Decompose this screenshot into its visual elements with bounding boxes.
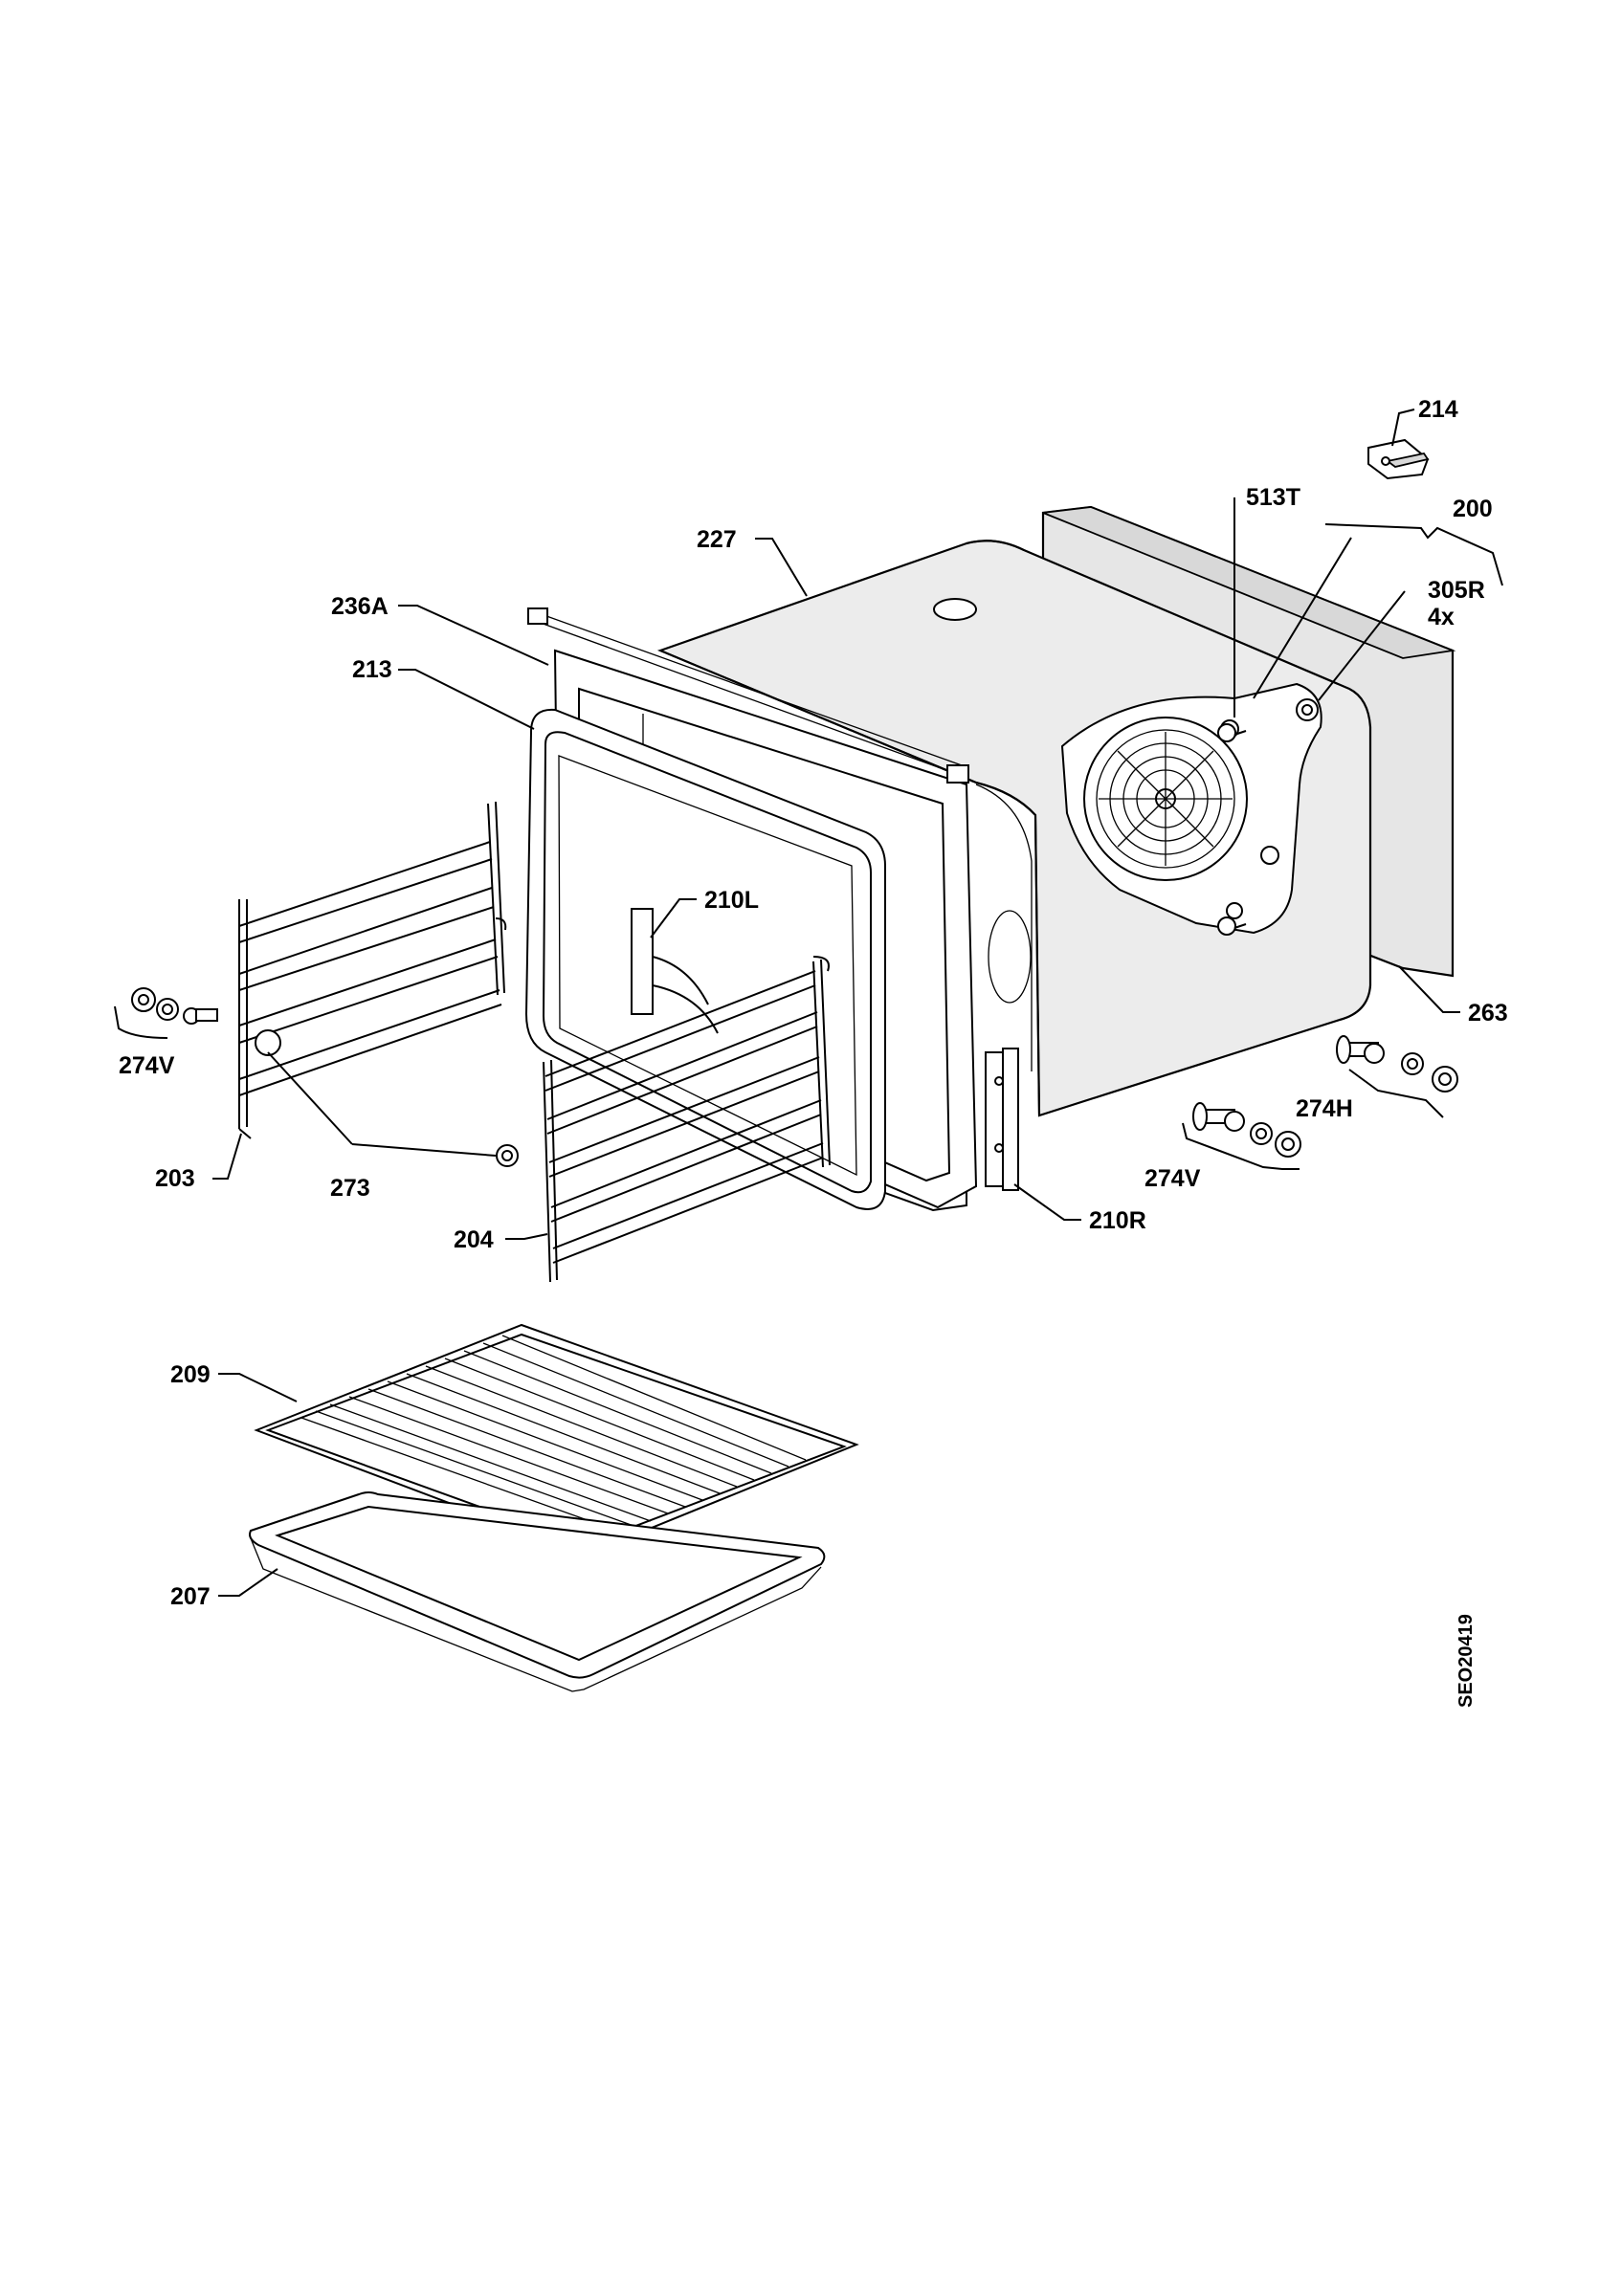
spacer-273 bbox=[255, 1029, 519, 1167]
label-209: 209 bbox=[170, 1361, 211, 1388]
clip-214 bbox=[1367, 438, 1430, 480]
leader-lines bbox=[212, 408, 1503, 1597]
screw-icon bbox=[1220, 698, 1319, 919]
baking-tray bbox=[249, 1491, 826, 1692]
label-204: 204 bbox=[454, 1226, 494, 1253]
label-274H: 274H bbox=[1296, 1095, 1353, 1122]
label-4x: 4x bbox=[1428, 604, 1455, 630]
fastener-274V-right bbox=[1182, 1102, 1301, 1170]
vent-hole-icon bbox=[933, 598, 977, 621]
label-210R: 210R bbox=[1089, 1207, 1146, 1234]
label-273: 273 bbox=[330, 1175, 370, 1202]
label-263: 263 bbox=[1468, 1000, 1508, 1027]
fastener-274H bbox=[1336, 1035, 1458, 1118]
label-210L: 210L bbox=[704, 887, 759, 914]
label-214: 214 bbox=[1418, 396, 1458, 423]
label-274V-right: 274V bbox=[1144, 1165, 1201, 1192]
door-seal bbox=[524, 708, 886, 1210]
label-207: 207 bbox=[170, 1583, 211, 1610]
label-236A: 236A bbox=[331, 593, 389, 620]
label-227: 227 bbox=[697, 526, 737, 553]
fastener-274V-left bbox=[114, 987, 218, 1039]
label-305R: 305R bbox=[1428, 577, 1485, 604]
label-213: 213 bbox=[352, 656, 392, 683]
convection-fan-assembly bbox=[1060, 682, 1322, 936]
right-shelf-guide bbox=[543, 956, 831, 1283]
label-513T: 513T bbox=[1246, 484, 1300, 511]
reference-code: SEO20419 bbox=[1455, 1614, 1477, 1708]
wire-shelf bbox=[254, 1323, 859, 1556]
label-200: 200 bbox=[1453, 496, 1493, 522]
part-labels: 214 513T 200 305R 4x 227 236A 213 210L 2… bbox=[119, 396, 1508, 1708]
fan-screw-513T bbox=[1217, 723, 1247, 936]
label-274V-left: 274V bbox=[119, 1052, 175, 1079]
label-203: 203 bbox=[155, 1165, 195, 1192]
shelf-support-210R bbox=[985, 1048, 1019, 1191]
left-shelf-guide bbox=[238, 801, 507, 1139]
